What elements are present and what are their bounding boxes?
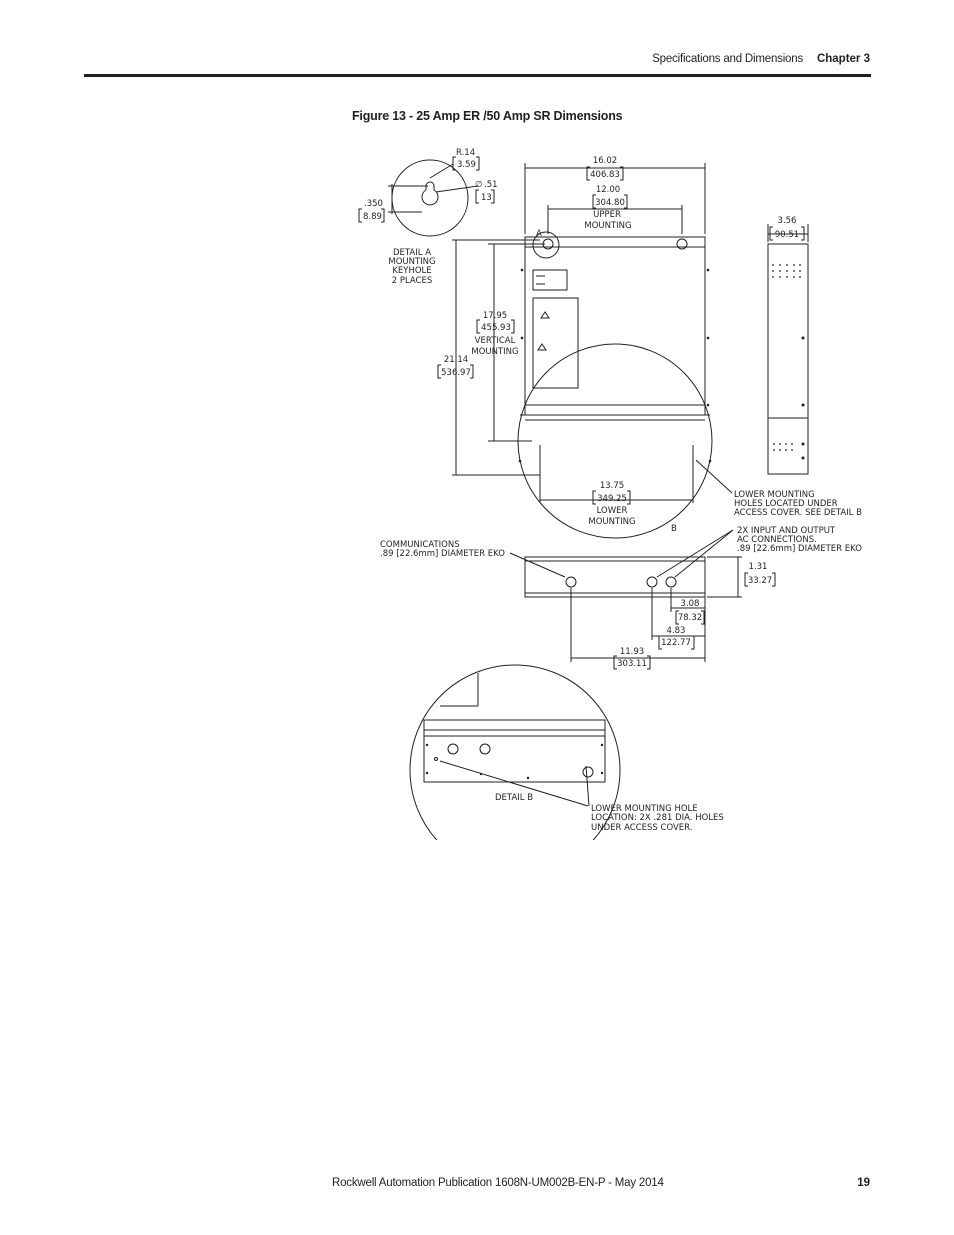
dim-483-in: 4.83	[667, 626, 686, 636]
vert-mount-in: 17.95	[483, 311, 507, 321]
front-label-panel	[532, 297, 579, 389]
detail-a-r-mm: 3.59	[457, 160, 476, 170]
lower-mount-mm: 349.25	[597, 494, 627, 504]
lower-note-3: ACCESS COVER. SEE DETAIL B	[734, 508, 862, 518]
dim-308-mm: 78.32	[678, 613, 702, 623]
vert-mount-label-1: VERTICAL	[475, 336, 516, 346]
overall-width-mm: 406.83	[590, 170, 620, 180]
dim-1193-mm: 303.11	[617, 659, 647, 669]
detail-b-note-2: LOCATION: 2X .281 DIA. HOLES	[591, 813, 724, 823]
upper-mount-label-1: UPPER	[593, 210, 621, 220]
footer-publication: Rockwell Automation Publication 1608N-UM…	[332, 1177, 664, 1189]
detail-b-housing	[423, 719, 606, 783]
keyhole-shape	[421, 181, 439, 206]
detail-a-caption-3: KEYHOLE	[392, 266, 431, 276]
io-note-3: .89 [22.6mm] DIAMETER EKO	[737, 544, 862, 554]
depth-mm: 90.51	[775, 230, 799, 240]
comms-note-2: .89 [22.6mm] DIAMETER EKO	[380, 549, 505, 559]
io-knockout-2	[665, 576, 677, 588]
detail-a-h-mm: 8.89	[363, 212, 382, 222]
detail-a-dia-in: .51	[484, 180, 498, 190]
height-mm: 536.97	[441, 368, 471, 378]
upper-mount-label-2: MOUNTING	[584, 221, 631, 231]
detail-a-h-in: .350	[364, 199, 383, 209]
detail-b-label: DETAIL B	[495, 793, 533, 803]
dimension-drawing: R.14 3.59 ∅ .51 13 .350 8.89 DETAIL A MO…	[358, 148, 862, 840]
depth-in: 3.56	[778, 216, 797, 226]
io-note-2: AC CONNECTIONS.	[737, 535, 817, 545]
detail-b-note-1: LOWER MOUNTING HOLE	[591, 804, 698, 814]
upper-mount-in: 12.00	[596, 185, 620, 195]
callout-a: A	[536, 229, 542, 239]
dim-308-in: 3.08	[681, 599, 700, 609]
lower-note-2: HOLES LOCATED UNDER	[734, 499, 838, 509]
height-in: 21.14	[444, 355, 468, 365]
header-rule	[84, 74, 871, 77]
header-chapter: Chapter 3	[816, 53, 870, 65]
vert-mount-label-2: MOUNTING	[471, 347, 518, 357]
detail-a-caption-2: MOUNTING	[388, 257, 435, 267]
detail-a-caption-1: DETAIL A	[393, 248, 431, 258]
detail-a-circle	[391, 159, 469, 237]
io-note-1: 2X INPUT AND OUTPUT	[737, 526, 836, 536]
detail-a-caption-4: 2 PLACES	[392, 276, 433, 286]
lower-mount-label-2: MOUNTING	[588, 517, 635, 527]
detail-b-circle	[409, 664, 621, 840]
bottom-height-in: 1.31	[749, 562, 768, 572]
callout-b: B	[671, 524, 677, 534]
overall-width-in: 16.02	[593, 156, 617, 166]
diameter-symbol: ∅	[475, 180, 482, 190]
vert-mount-mm: 455.93	[481, 323, 511, 333]
bottom-height-mm: 33.27	[748, 576, 772, 586]
detail-a-dia-mm: 13	[481, 193, 492, 203]
upper-mount-mm: 304.80	[595, 198, 625, 208]
figure-title: Figure 13 - 25 Amp ER /50 Amp SR Dimensi…	[352, 109, 623, 123]
io-knockout-1	[646, 576, 658, 588]
comms-note-1: COMMUNICATIONS	[380, 540, 460, 550]
housing-bottom	[524, 556, 706, 598]
header-section-title: Specifications and Dimensions	[652, 53, 803, 65]
detail-b-note-3: UNDER ACCESS COVER.	[591, 823, 692, 833]
page-number: 19	[857, 1177, 870, 1189]
dim-483-mm: 122.77	[661, 638, 691, 648]
housing-side	[767, 243, 809, 475]
dim-1193-in: 11.93	[620, 647, 644, 657]
comms-knockout	[565, 576, 577, 588]
detail-a-r-in: R.14	[456, 148, 475, 158]
lower-mount-label-1: LOWER	[597, 506, 628, 516]
lower-note-1: LOWER MOUNTING	[734, 490, 815, 500]
lower-mount-in: 13.75	[600, 481, 624, 491]
detail-b-magnifier	[517, 343, 713, 539]
callout-a-circle	[532, 231, 560, 259]
